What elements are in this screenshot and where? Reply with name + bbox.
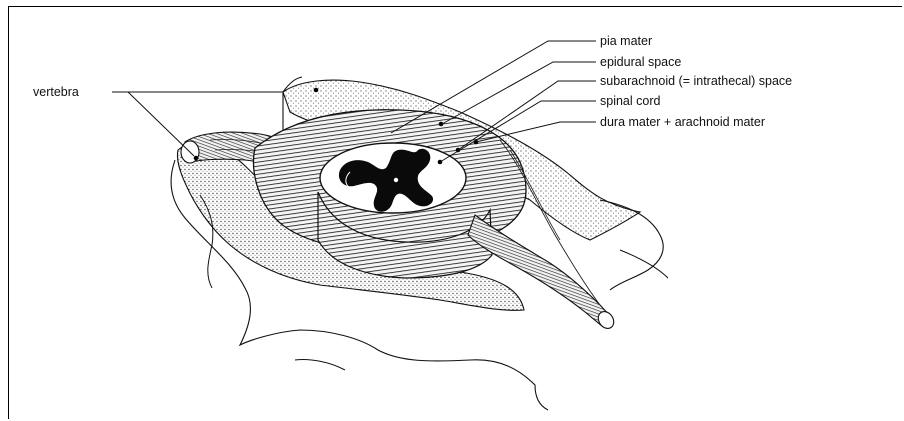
- vertebra-dot-upper: [314, 88, 319, 93]
- label-dura-arachnoid: dura mater + arachnoid mater: [600, 115, 765, 129]
- label-pia-mater: pia mater: [600, 34, 652, 48]
- vertebra-dot-left: [194, 156, 199, 161]
- label-epidural-space: epidural space: [600, 55, 681, 69]
- central-canal: [394, 178, 398, 182]
- vertebra-lower-foot: [295, 359, 345, 370]
- label-spinal-cord: spinal cord: [600, 94, 660, 108]
- label-vertebra: vertebra: [33, 85, 79, 99]
- leader-vertebra-branch: [128, 92, 194, 156]
- label-subarachnoid-space: subarachnoid (= intrathecal) space: [600, 74, 792, 88]
- vertebra-right-tail: [620, 250, 668, 278]
